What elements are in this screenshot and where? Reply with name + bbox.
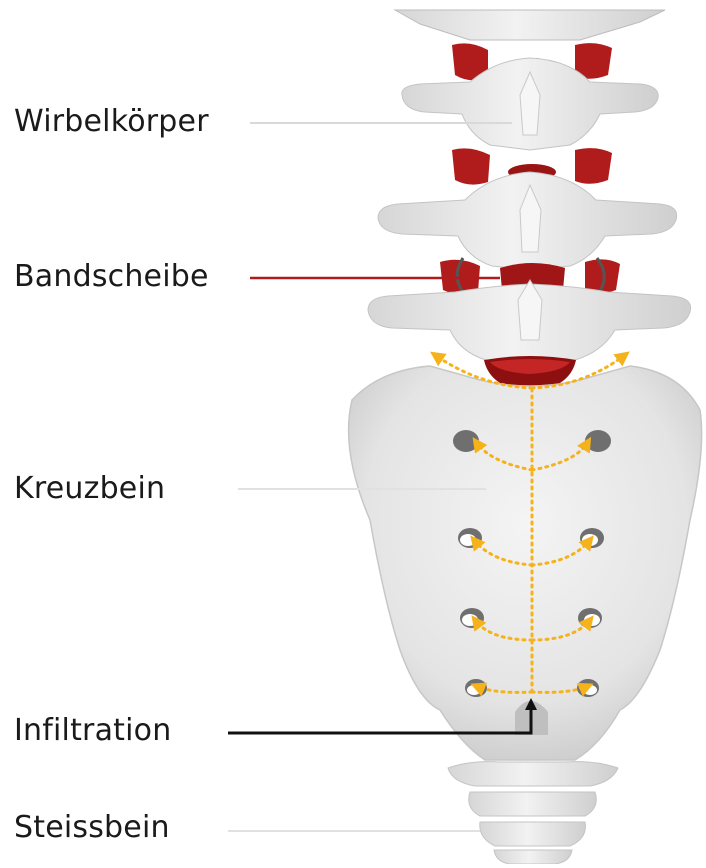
label-sacrum: Kreuzbein: [14, 474, 165, 504]
label-disc: Bandscheibe: [14, 262, 209, 292]
label-vertebra: Wirbelkörper: [14, 107, 209, 137]
label-coccyx: Steissbein: [14, 813, 170, 843]
vertebra-2: [378, 172, 677, 270]
label-infiltration: Infiltration: [14, 716, 171, 746]
coccyx: [448, 762, 618, 864]
vertebra-top: [395, 10, 665, 40]
vertebra-1: [402, 58, 658, 150]
vertebra-3: [368, 280, 691, 364]
